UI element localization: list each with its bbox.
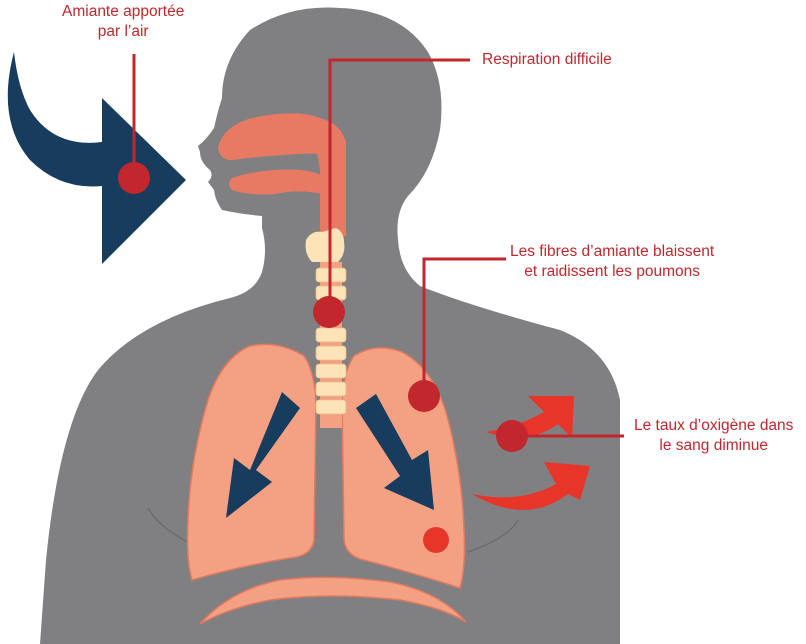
pharynx [310, 118, 346, 236]
label-fibres-line1: Les fibres d’amiante blaissent [510, 243, 715, 260]
right-lung-arrow [356, 394, 434, 510]
shoulder-fold-right [467, 519, 519, 553]
left-lung-arrow [226, 392, 300, 518]
label-fibres-line2: et raidissent les poumons [524, 263, 700, 280]
label-air-line2: par l’air [97, 23, 149, 40]
label-oxygen-line1: Le taux d’oxigène dans [634, 417, 794, 434]
breathing-leader-line [328, 58, 470, 310]
breathing-marker [313, 296, 345, 328]
label-air: Amiante apportée par l’air [62, 2, 184, 42]
lung-lesion-dot [423, 527, 449, 553]
fibres-marker [408, 380, 440, 412]
larynx [305, 228, 345, 262]
label-breathing-text: Respiration difficile [482, 51, 612, 68]
label-air-line1: Amiante apportée [62, 3, 185, 20]
fibres-leader-line [422, 257, 506, 396]
oxygen-marker [496, 420, 528, 452]
label-oxygen: Le taux d’oxigène dans le sang diminue [634, 416, 793, 456]
label-fibres: Les fibres d’amiante blaissent et raidis… [510, 242, 714, 282]
nasal-cavity [218, 113, 346, 160]
air-marker [118, 162, 150, 194]
air-intake-arrow [7, 52, 187, 264]
oxygen-arrow-lower [472, 462, 590, 510]
oral-cavity [229, 169, 332, 196]
label-oxygen-line2: le sang diminue [659, 437, 768, 454]
label-breathing: Respiration difficile [482, 50, 612, 70]
diaphragm [199, 576, 467, 625]
